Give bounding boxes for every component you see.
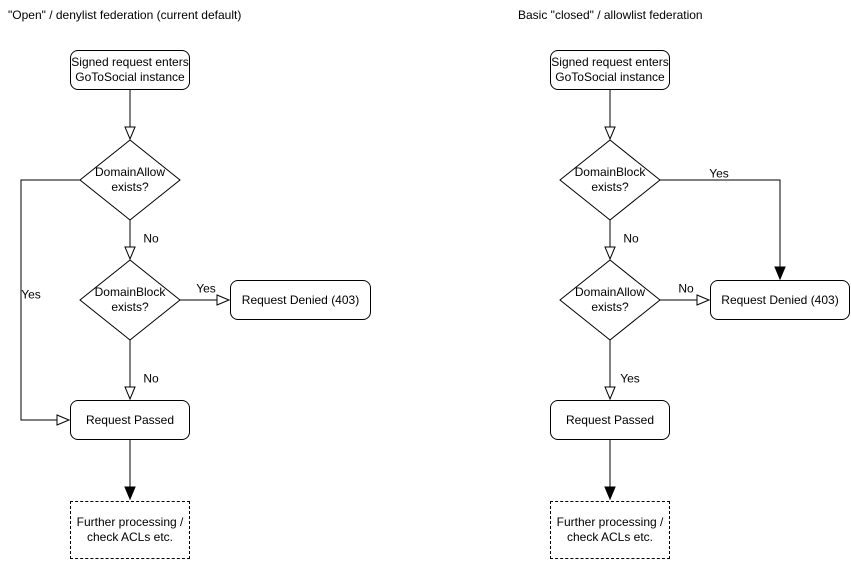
left-request-denied-node: Request Denied (403) [230,280,371,320]
right-further-processing-line1: Further processing / [556,515,664,529]
left-domainallow-line1: DomainAllow [94,165,166,179]
right-edge-label-block-yes: Yes [709,166,729,181]
edge-left-domainallow-yes-to-passed [20,179,80,420]
right-further-processing-node: Further processing / check ACLs etc. [550,501,670,559]
decision-diamond-left-domainallow [79,139,181,221]
left-edge-label-allow-no: No [143,231,159,246]
left-start-node: Signed request enters GoToSocial instanc… [70,50,190,90]
right-request-denied-text: Request Denied (403) [721,292,839,307]
right-edge-label-allow-no: No [678,281,694,296]
right-flowchart-title: Basic "closed" / allowlist federation [518,8,703,22]
left-request-passed-node: Request Passed [70,400,190,440]
left-further-processing-node: Further processing / check ACLs etc. [70,501,190,559]
left-domainallow-decision-text: DomainAllow exists? [80,165,180,195]
right-request-passed-text: Request Passed [565,412,655,427]
right-domainblock-decision-text: DomainBlock exists? [560,165,660,195]
right-request-passed-node: Request Passed [550,400,670,440]
decision-diamond-right-domainallow [559,259,661,341]
left-domainblock-line1: DomainBlock [94,285,166,299]
right-domainblock-line2: exists? [591,180,629,194]
left-domainblock-decision-text: DomainBlock exists? [80,285,180,315]
left-domainallow-line2: exists? [111,180,149,194]
left-edge-label-block-yes: Yes [196,281,216,296]
right-domainblock-line1: DomainBlock [574,165,646,179]
left-request-denied-text: Request Denied (403) [241,292,360,307]
left-domainblock-line2: exists? [111,300,149,314]
right-start-node: Signed request enters GoToSocial instanc… [550,50,670,90]
decision-diamond-right-domainblock [559,139,661,221]
right-domainallow-line2: exists? [591,300,629,314]
right-edge-label-block-no: No [623,231,639,246]
right-edge-label-allow-yes: Yes [620,371,640,386]
right-start-node-text-line1: Signed request enters [551,55,669,69]
decision-diamond-left-domainblock [79,259,181,341]
left-edge-label-allow-yes: Yes [21,287,41,302]
left-flowchart-title: "Open" / denylist federation (current de… [8,8,242,22]
left-start-node-text-line2: GoToSocial instance [75,70,185,84]
left-request-passed-text: Request Passed [85,412,175,427]
right-further-processing-line2: check ACLs etc. [566,530,654,544]
left-further-processing-line1: Further processing / [76,515,184,529]
left-edge-label-block-no: No [143,371,159,386]
right-request-denied-node: Request Denied (403) [710,280,850,320]
right-domainallow-line1: DomainAllow [574,285,646,299]
right-domainallow-decision-text: DomainAllow exists? [560,285,660,315]
left-start-node-text-line1: Signed request enters [71,55,189,69]
right-start-node-text-line2: GoToSocial instance [555,70,665,84]
left-further-processing-line2: check ACLs etc. [86,530,174,544]
edge-right-domainblock-yes-to-denied [660,179,780,279]
